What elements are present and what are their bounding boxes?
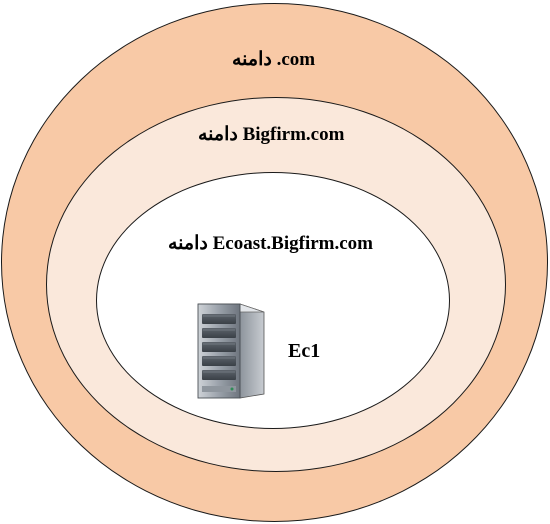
domain-label-inner: دامنه Ecoast.Bigfirm.com bbox=[168, 233, 373, 254]
domain-label-middle: دامنه Bigfirm.com bbox=[198, 124, 345, 145]
domain-ring-inner bbox=[96, 172, 450, 429]
server-label: Ec1 bbox=[288, 340, 321, 362]
domain-label-outer: دامنه .com bbox=[232, 49, 316, 70]
server-icon bbox=[197, 303, 265, 399]
